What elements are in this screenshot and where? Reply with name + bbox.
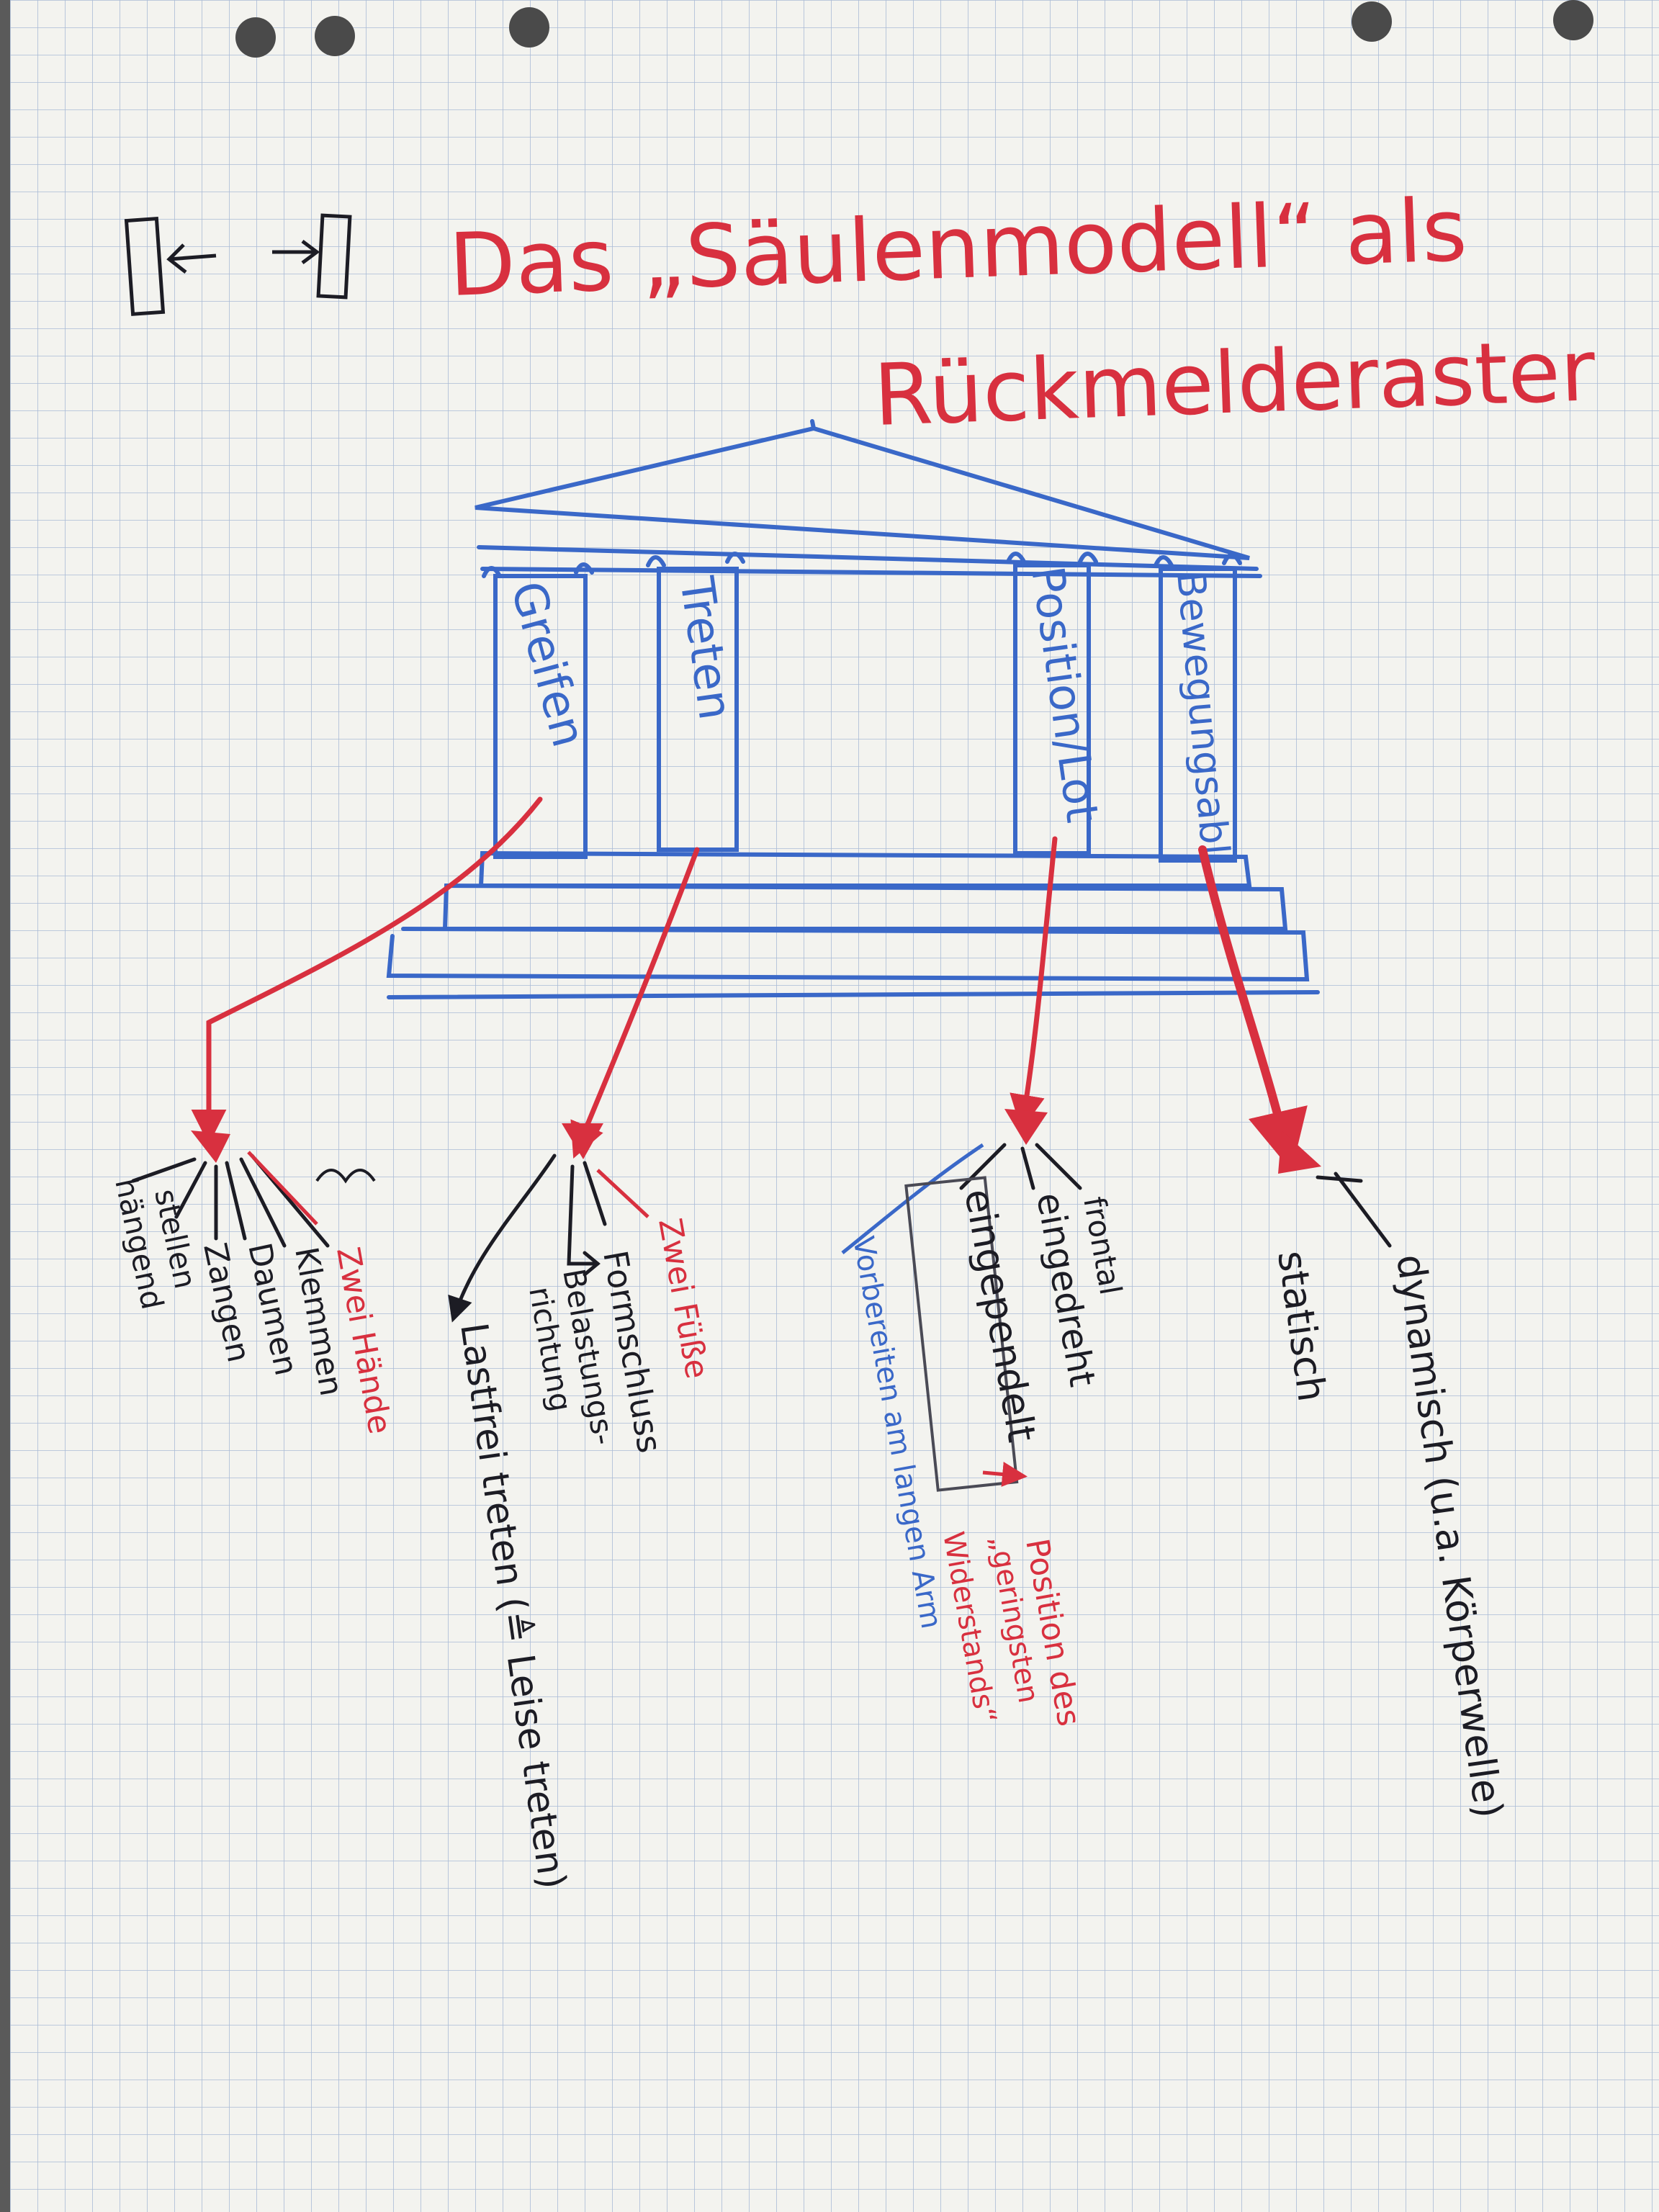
arrow-bewegung (1198, 845, 1308, 1172)
arrow-treten (570, 847, 700, 1159)
pillar-greifen (493, 574, 588, 859)
punch-holes (235, 0, 1593, 58)
connector-arrows (191, 796, 1308, 1172)
eingependelt-highlight-box (904, 1176, 1019, 1492)
grid (10, 0, 1659, 2212)
temple-roof (475, 426, 1250, 560)
arrow-position (1010, 836, 1058, 1130)
temple-steps (478, 850, 1252, 888)
pillar-bewegung (1159, 567, 1237, 863)
temple-architrave (477, 545, 1259, 571)
arrow-greifen (191, 796, 543, 1145)
temple-drawing (386, 419, 1320, 999)
wall-sketch-icon (124, 213, 352, 316)
branch-heads (191, 1109, 1321, 1174)
